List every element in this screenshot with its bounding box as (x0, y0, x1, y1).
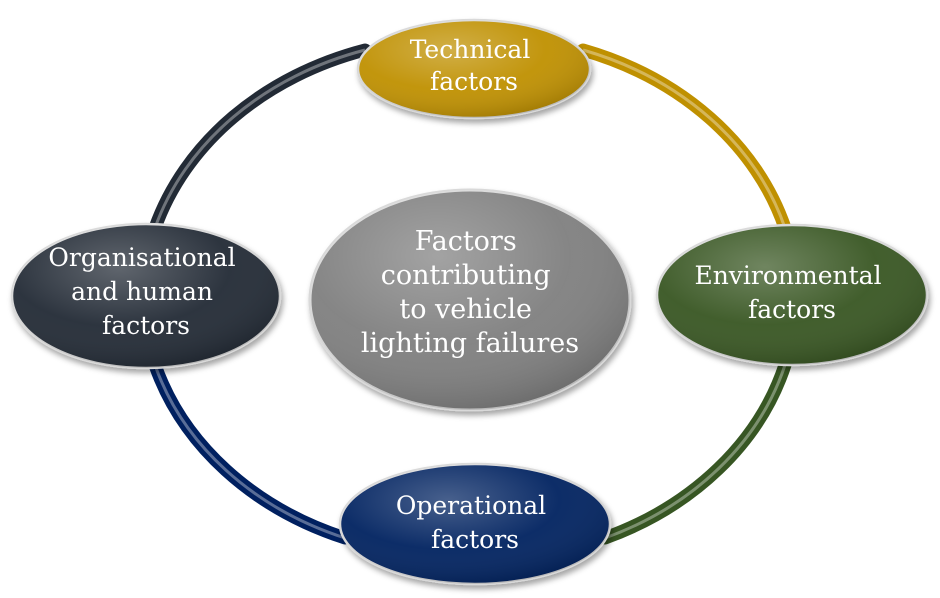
node-organisational-human-factors: Organisational and human factors (10, 222, 282, 370)
node-label-line: Technical (410, 35, 531, 64)
center-title-line: Factors (415, 226, 517, 257)
node-label: Technical factors (410, 35, 539, 96)
center-title-line: lighting failures (361, 328, 579, 359)
ring (148, 43, 792, 545)
center-node: Factors contributing to vehicle lighting… (308, 188, 632, 412)
node-label: Organisational and human factors (48, 243, 243, 340)
node-label-line: factors (748, 295, 836, 324)
node-label: Environmental factors (694, 261, 889, 324)
ring-highlights (153, 48, 787, 540)
node-label-line: Organisational (48, 243, 235, 272)
arc-organisational-to-technical (148, 43, 372, 235)
node-label-line: factors (102, 311, 190, 340)
arc-operational-to-organisational (148, 358, 352, 545)
node-label: Operational factors (396, 491, 554, 554)
node-label-line: and human (71, 277, 213, 306)
node-technical-factors: Technical factors (356, 18, 592, 120)
node-environmental-factors: Environmental factors (655, 223, 929, 367)
node-label-line: factors (430, 67, 518, 96)
center-title: Factors contributing to vehicle lighting… (361, 226, 579, 359)
center-title-line: to vehicle (399, 294, 532, 325)
arc-technical-to-environmental (576, 43, 792, 235)
node-label-line: factors (431, 525, 519, 554)
node-label-line: Environmental (694, 261, 881, 290)
node-label-line: Operational (396, 491, 546, 520)
center-title-line: contributing (381, 260, 551, 291)
node-operational-factors: Operational factors (338, 462, 612, 586)
arc-environmental-to-operational (598, 358, 792, 545)
